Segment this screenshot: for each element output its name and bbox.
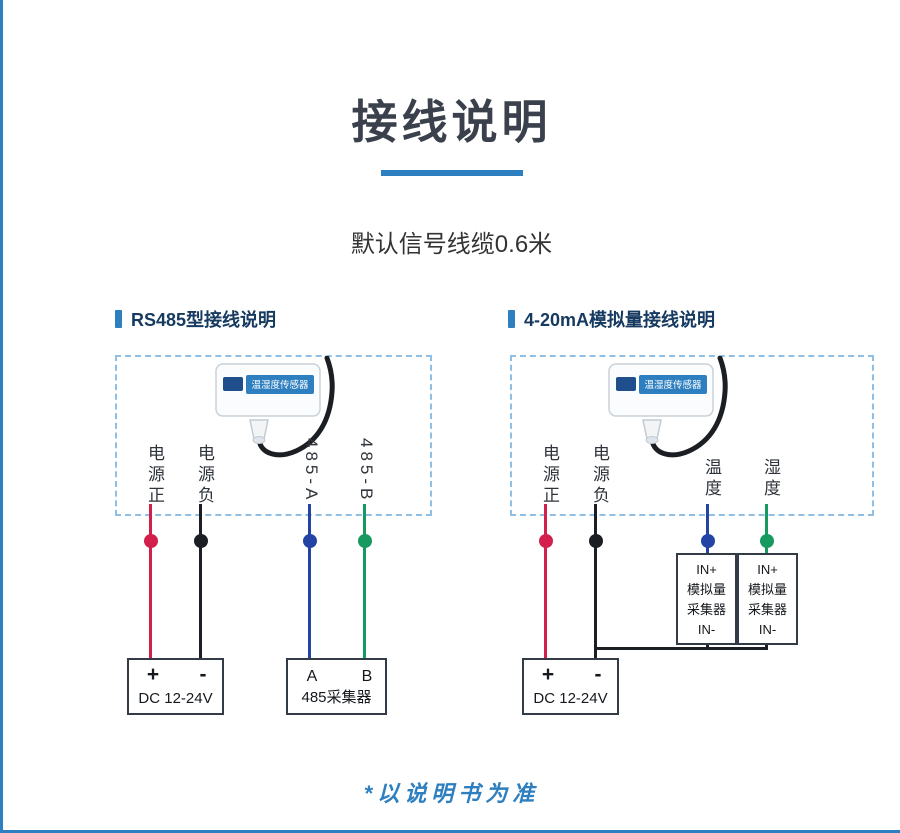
plus-terminal: + [146,663,160,686]
wire-label-485a: 485-A [302,438,321,504]
terminal-dot-power-negative [589,534,603,548]
wire-485b [363,504,366,658]
dc-power-label: DC 12-24V [533,690,608,707]
sensor-cable [256,356,335,458]
plus-terminal: + [541,663,555,686]
section-bullet-icon [508,310,515,328]
terminal-dot-485a [303,534,317,548]
analog-line-name-1: 模拟量 [747,582,787,598]
sensor-device-illustration: 温湿度传感器 [608,356,728,458]
wire-label-power-negative: 电源负 [590,444,609,507]
sensor-device-illustration: 温湿度传感器 [215,356,335,458]
terminal-dot-power-positive [144,534,158,548]
wire-485a [308,504,311,658]
terminal-dot-humidity [760,534,774,548]
rs485-diagram-box [115,355,432,516]
sensor-cable [649,356,728,458]
section-header-analog: 4-20mA模拟量接线说明 [508,306,715,332]
analog-line-name-2: 采集器 [747,602,787,618]
section-title-analog: 4-20mA模拟量接线说明 [524,310,716,330]
analog-line-in-plus: IN+ [757,562,778,577]
section-header-rs485: RS485型接线说明 [115,306,276,332]
wire-in-minus-stub-1 [706,645,709,650]
dc-power-box-rs485: + - DC 12-24V [127,658,224,715]
minus-terminal: - [199,663,207,686]
terminal-b: B [361,668,373,685]
analog-line-name-2: 采集器 [686,602,726,618]
wire-in-minus-stub-2 [765,645,768,650]
wire-power-positive [149,504,152,658]
dc-power-box-analog: + - DC 12-24V [522,658,619,715]
cable-gland-nut [252,436,266,444]
title-underline [380,170,523,176]
wire-power-negative [199,504,202,658]
analog-diagram-box [510,355,874,516]
wire-label-humidity: 湿度 [761,458,780,500]
terminal-dot-power-negative [194,534,208,548]
rs485-collector-box: A B 485采集器 [286,658,387,715]
sensor-label-text: 温湿度传感器 [644,379,702,391]
dc-power-label: DC 12-24V [138,690,213,707]
wire-label-power-negative: 电源负 [195,444,214,507]
section-title-rs485: RS485型接线说明 [131,310,277,330]
wire-temperature [706,504,709,554]
sensor-label-text: 温湿度传感器 [251,379,309,391]
analog-line-in-minus: IN- [697,622,716,638]
section-bullet-icon [115,310,122,328]
page-title: 接线说明 [351,96,552,148]
rs485-collector-label: 485采集器 [301,689,372,706]
terminal-dot-485b [358,534,372,548]
terminal-a: A [306,668,318,685]
brand-logo [616,377,636,391]
wire-humidity [765,504,768,554]
sensor-label-band [246,375,314,394]
wire-label-power-positive: 电源正 [540,444,559,507]
terminal-dot-temperature [701,534,715,548]
terminal-dot-power-positive [539,534,553,548]
analog-collector-box-humidity: IN+ 模拟量 采集器 IN- [737,553,798,645]
analog-line-in-minus: IN- [758,622,777,638]
wire-negative-branch [594,647,768,650]
brand-logo [223,377,243,391]
analog-collector-box-temperature: IN+ 模拟量 采集器 IN- [676,553,737,645]
analog-line-name-1: 模拟量 [686,582,726,598]
cable-gland-nut [645,436,659,444]
sensor-label-band [639,375,707,394]
minus-terminal: - [594,663,602,686]
wire-label-power-positive: 电源正 [145,444,164,507]
wire-power-positive [544,504,547,658]
footnote: *以说明书为准 [363,781,540,806]
subtitle: 默认信号线缆0.6米 [350,231,553,258]
wire-label-485b: 485-B [357,438,376,504]
wire-power-negative [594,504,597,658]
wire-label-temperature: 温度 [702,458,721,500]
analog-line-in-plus: IN+ [696,562,717,577]
